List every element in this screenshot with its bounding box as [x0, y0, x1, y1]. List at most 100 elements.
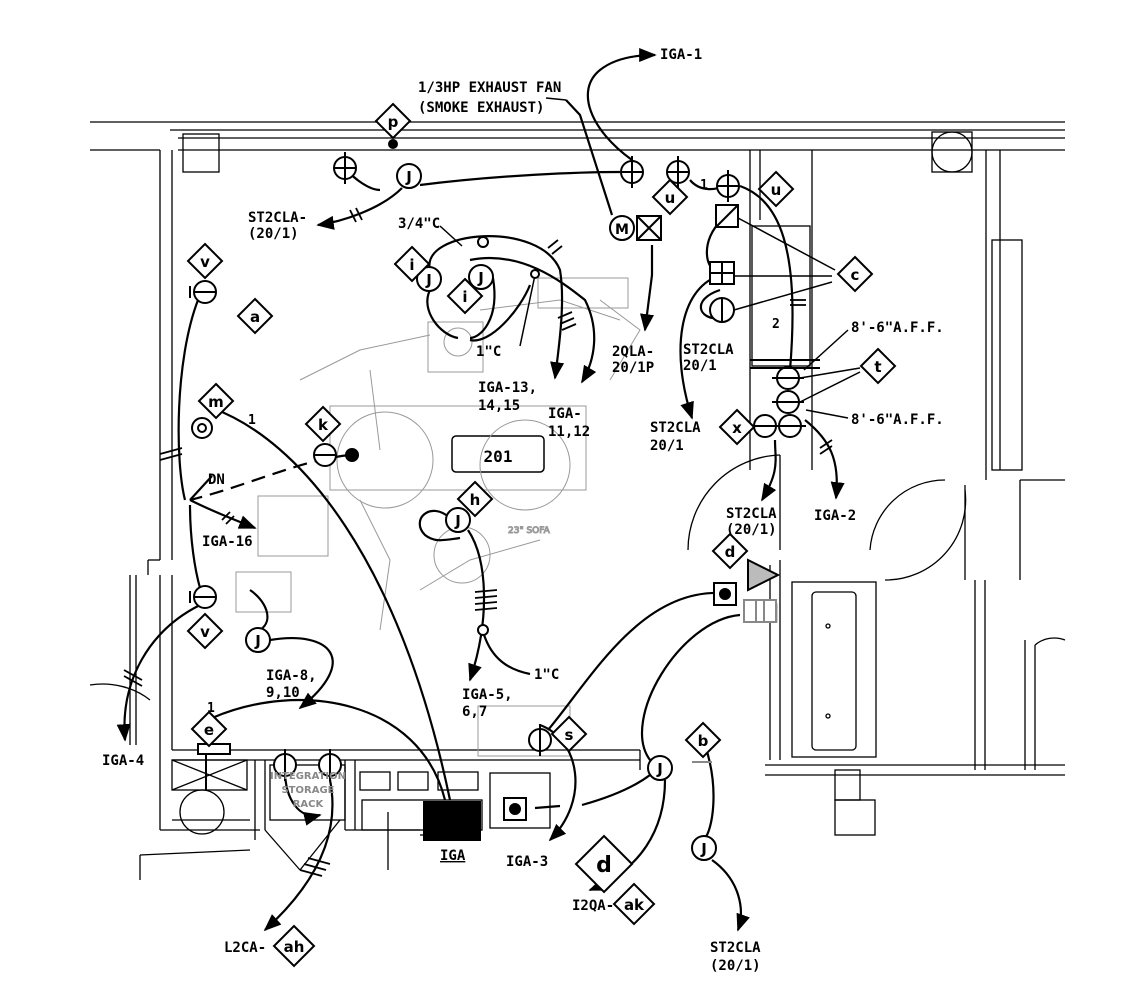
walls: [89, 121, 1066, 880]
label-iga-2: IGA-2: [814, 508, 856, 524]
label-conduit-1a: 1"C: [476, 344, 501, 360]
svg-text:ah: ah: [284, 938, 305, 956]
tags: p u u c v v a m k h t x d e s b ak ah: [186, 102, 897, 968]
receptacle-right-1: [772, 366, 804, 390]
jbox-5: J: [245, 627, 271, 653]
label-storage-2: STORAGE: [281, 785, 334, 796]
jbox-6: J: [647, 755, 673, 781]
room-number: 201: [484, 447, 513, 466]
label-num-1c: 1: [207, 701, 215, 716]
svg-text:J: J: [254, 632, 261, 650]
label-iga-4: IGA-4: [102, 753, 144, 769]
label-num-1a: 1: [700, 178, 708, 193]
label-st2cla-bottom-rating: (20/1): [710, 958, 761, 974]
tag-i2: i: [446, 277, 484, 315]
label-iga-16: IGA-16: [202, 534, 253, 550]
label-2qla: 2QLA-: [612, 344, 654, 360]
tag-e: e: [190, 710, 228, 748]
svg-text:ak: ak: [624, 896, 645, 914]
receptacle-top-3: [666, 156, 690, 188]
wire-hash-marks: [123, 207, 833, 877]
svg-text:u: u: [771, 181, 782, 199]
receptacle-rack-1: [273, 749, 297, 781]
receptacle-rack-2: [318, 749, 342, 781]
label-st2cla-top-rating: (20/1): [248, 226, 299, 242]
svg-text:J: J: [454, 512, 461, 530]
tag-u2: u: [757, 170, 795, 208]
label-iga-3: IGA-3: [506, 854, 548, 870]
receptacle-left-1: [189, 280, 217, 304]
svg-text:c: c: [851, 266, 860, 284]
label-l2ca: L2CA-: [224, 940, 266, 956]
label-storage-1: INTEGRATION: [270, 771, 346, 782]
svg-text:v: v: [200, 253, 210, 271]
label-aff-top: 8'-6"A.F.F.: [851, 320, 944, 336]
label-iga-5: IGA-5,: [462, 687, 513, 703]
junction-boxes: J J J J J J J i i M d: [245, 139, 717, 894]
tag-m: m: [197, 382, 235, 420]
jbox-7: J: [691, 835, 717, 861]
label-st2cla-top: ST2CLA-: [248, 210, 307, 226]
receptacle-right-4: [774, 414, 806, 438]
tag-b: b: [684, 721, 722, 759]
svg-text:u: u: [665, 189, 676, 207]
label-iga-5-cont: 6,7: [462, 704, 487, 720]
label-st2cla-mid: ST2CLA: [650, 420, 701, 436]
label-i2qa: I2QA-: [572, 898, 614, 914]
label-num-1b: 1: [248, 413, 256, 428]
sofa-label: 23" SOFA: [508, 526, 551, 536]
label-st2cla-right-rating: 20/1: [683, 358, 717, 374]
receptacle-k: [313, 443, 337, 467]
svg-text:J: J: [405, 168, 412, 186]
annotations: IGA-1 1/3HP EXHAUST FAN (SMOKE EXHAUST) …: [102, 47, 944, 974]
large-tag-d: d: [574, 834, 634, 894]
label-2qla-rating: 20/1P: [612, 360, 654, 376]
label-dn: DN: [208, 472, 225, 488]
jbox-3: J: [468, 264, 494, 290]
label-iga-11: IGA-: [548, 406, 582, 422]
label-st2cla-mid-rating: 20/1: [650, 438, 684, 454]
tag-t: t: [859, 347, 897, 385]
svg-text:d: d: [725, 543, 736, 561]
tag-x: x: [718, 408, 756, 446]
label-iga-13: IGA-13,: [478, 380, 537, 396]
motor-fan: M: [609, 215, 635, 241]
label-st2cla-center-rating: (20/1): [726, 522, 777, 538]
label-iga-13-cont: 14,15: [478, 398, 520, 414]
tag-k: k: [304, 405, 342, 443]
wiring: [116, 47, 845, 932]
svg-text:a: a: [250, 308, 260, 326]
tag-d: d: [711, 532, 749, 570]
label-iga-8-cont: 9,10: [266, 685, 300, 701]
label-iga-11-cont: 11,12: [548, 424, 590, 440]
svg-text:J: J: [656, 760, 663, 778]
receptacle-top-4: [716, 170, 740, 202]
label-st2cla-right: ST2CLA: [683, 342, 734, 358]
svg-text:J: J: [700, 840, 707, 858]
svg-text:b: b: [698, 732, 709, 750]
svg-text:M: M: [615, 222, 629, 238]
tag-p: p: [374, 102, 412, 140]
label-iga-8: IGA-8,: [266, 668, 317, 684]
label-fan-2: (SMOKE EXHAUST): [418, 100, 544, 116]
jbox-4: J: [445, 507, 471, 533]
svg-text:v: v: [200, 623, 210, 641]
receptacle-top-2: [620, 156, 644, 188]
receptacle-s: [528, 724, 552, 756]
svg-text:d: d: [596, 853, 612, 878]
label-conduit-1b: 1"C: [534, 667, 559, 683]
tag-c: c: [836, 255, 874, 293]
svg-text:t: t: [874, 358, 881, 376]
svg-text:k: k: [318, 416, 329, 434]
tag-v1: v: [186, 242, 224, 280]
svg-text:J: J: [477, 269, 484, 287]
svg-text:m: m: [208, 393, 224, 411]
receptacle-top-1: [333, 152, 357, 184]
svg-text:i: i: [409, 256, 414, 274]
tag-ak: ak: [612, 882, 656, 926]
devices: [189, 97, 861, 841]
label-iga-panel: IGA: [440, 848, 466, 864]
tag-i1: i: [393, 245, 431, 283]
